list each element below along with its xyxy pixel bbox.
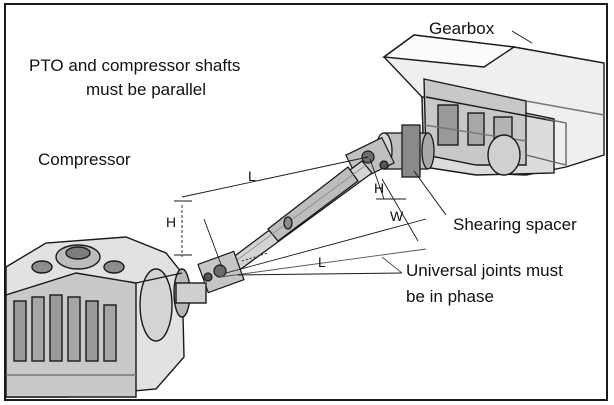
pto-label-line1: PTO and compressor shafts bbox=[29, 56, 241, 75]
compressor-drawing bbox=[6, 236, 207, 398]
dimension-lines bbox=[174, 156, 427, 278]
dimension-h-left: H bbox=[166, 214, 176, 230]
dimension-l-lower: L bbox=[318, 254, 326, 270]
universal-joints-label-line1: Universal joints must bbox=[406, 261, 563, 280]
dimension-h-right: H bbox=[374, 180, 384, 196]
pto-label-line2: must be parallel bbox=[86, 80, 207, 99]
drive-shaft-illustration: L L H H W bbox=[6, 30, 605, 398]
shearing-spacer-label: Shearing spacer bbox=[453, 215, 577, 234]
lower-universal-joint-drawing bbox=[197, 250, 245, 294]
dimension-l-upper: L bbox=[248, 168, 256, 184]
universal-joints-label-line2: be in phase bbox=[406, 287, 494, 306]
diagram-frame: L L H H W Gearbox PTO and compressor sha… bbox=[4, 3, 608, 401]
compressor-label: Compressor bbox=[38, 150, 131, 169]
callout-leaders bbox=[237, 30, 533, 276]
dimension-w: W bbox=[390, 208, 404, 224]
gearbox-label: Gearbox bbox=[429, 19, 495, 38]
gearbox-drawing bbox=[382, 34, 605, 176]
